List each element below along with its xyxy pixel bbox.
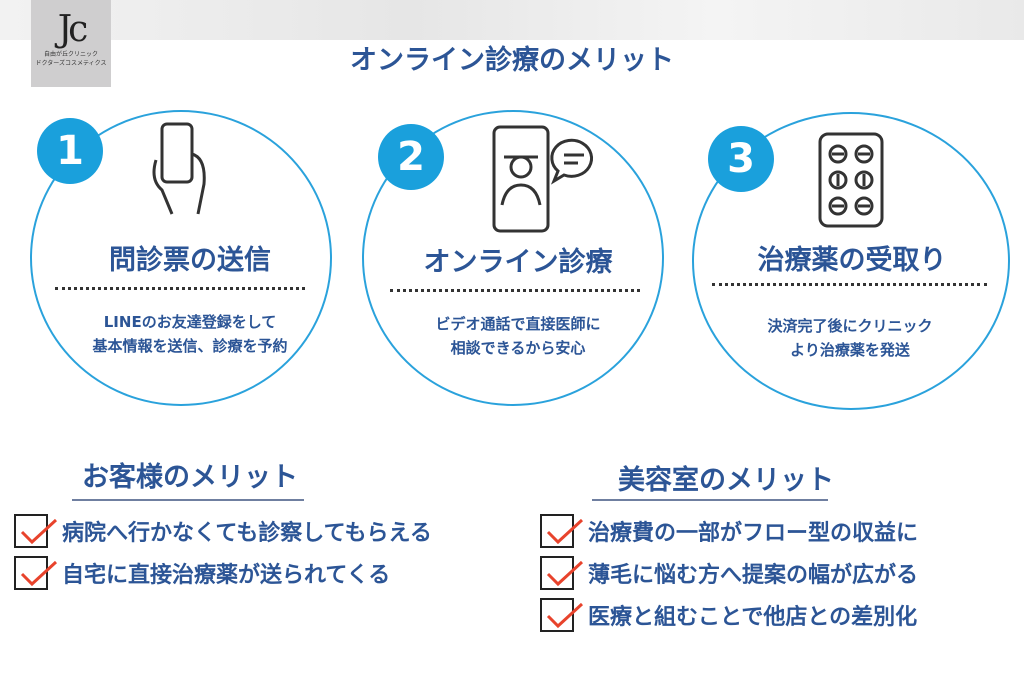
checkbox-checked-icon — [540, 514, 584, 548]
logo-line2: ドクターズコスメティクス — [35, 60, 107, 67]
step-3-desc-line2: より治療薬を発送 — [790, 341, 910, 359]
checkbox-checked-icon — [540, 598, 584, 632]
step-3-desc: 決済完了後にクリニックより治療薬を発送 — [700, 314, 1000, 362]
step-3-divider — [712, 283, 987, 286]
header-background — [0, 0, 1024, 40]
customer-heading-underline — [72, 499, 304, 501]
logo-mark: Jc — [57, 9, 89, 50]
salon-merit-heading: 美容室のメリット — [618, 465, 834, 496]
step-1-desc-line1: LINEのお友達登録をして — [103, 313, 277, 331]
customer-merit-text: 病院へ行かなくても診察してもらえる — [62, 521, 432, 546]
pill-pack-icon — [818, 132, 884, 228]
page-title: オンライン診療のメリット — [350, 45, 674, 76]
salon-merit-item: 治療費の一部がフロー型の収益に — [540, 514, 918, 548]
customer-merit-item: 病院へ行かなくても診察してもらえる — [14, 514, 432, 548]
step-1-desc-line2: 基本情報を送信、診療を予約 — [92, 337, 288, 355]
clinic-logo: Jc 自由が丘クリニック ドクターズコスメティクス — [31, 0, 111, 87]
checkbox-checked-icon — [14, 514, 58, 548]
doctor-video-chat-icon — [492, 125, 593, 233]
customer-merit-heading: お客様のメリット — [82, 462, 298, 493]
step-3-badge: 3 — [708, 126, 774, 192]
step-3-title: 治療薬の受取り — [757, 245, 947, 276]
customer-merit-item: 自宅に直接治療薬が送られてくる — [14, 556, 390, 590]
step-1-desc: LINEのお友達登録をして基本情報を送信、診療を予約 — [40, 310, 340, 358]
step-3-desc-line1: 決済完了後にクリニック — [767, 317, 933, 335]
step-2-badge: 2 — [378, 124, 444, 190]
step-2-desc-line1: ビデオ通話で直接医師に — [435, 315, 601, 333]
salon-merit-text: 医療と組むことで他店との差別化 — [588, 605, 918, 630]
step-2-divider — [390, 289, 640, 292]
salon-merit-item: 医療と組むことで他店との差別化 — [540, 598, 917, 632]
step-1-title: 問診票の送信 — [109, 245, 271, 276]
step-1-divider — [55, 287, 305, 290]
customer-merit-text: 自宅に直接治療薬が送られてくる — [62, 563, 391, 588]
logo-line1: 自由が丘クリニック — [43, 51, 98, 58]
salon-merit-text: 治療費の一部がフロー型の収益に — [588, 521, 919, 546]
step-2-title: オンライン診療 — [423, 247, 613, 278]
checkbox-checked-icon — [14, 556, 58, 590]
checkbox-checked-icon — [540, 556, 584, 590]
salon-heading-underline — [592, 499, 828, 501]
step-2-desc: ビデオ通話で直接医師に相談できるから安心 — [368, 312, 668, 360]
step-2-desc-line2: 相談できるから安心 — [450, 339, 586, 357]
salon-merit-text: 薄毛に悩む方へ提案の幅が広がる — [588, 563, 919, 588]
smartphone-hand-icon — [152, 122, 206, 215]
salon-merit-item: 薄毛に悩む方へ提案の幅が広がる — [540, 556, 918, 590]
step-1-badge: 1 — [37, 118, 103, 184]
